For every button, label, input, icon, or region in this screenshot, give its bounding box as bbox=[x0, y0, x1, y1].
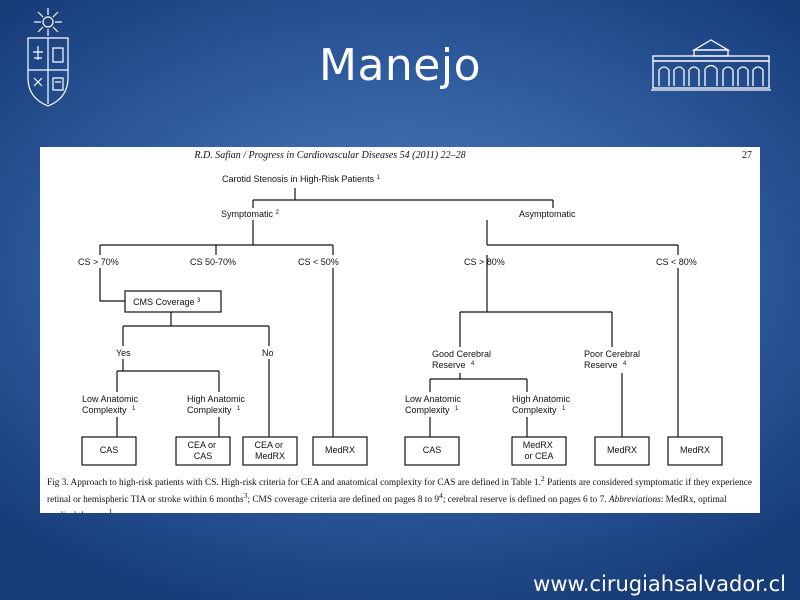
university-crest-logo bbox=[22, 8, 74, 113]
figure-caption: Fig 3. Approach to high-risk patients wi… bbox=[47, 474, 753, 513]
slide-title: Manejo bbox=[318, 40, 482, 91]
flowchart-figure: R.D. Safian / Progress in Cardiovascular… bbox=[40, 147, 760, 513]
cms-coverage-box bbox=[124, 290, 222, 313]
outcome-box-cas-1 bbox=[81, 436, 137, 466]
outcome-box-medrx-or-cea bbox=[511, 436, 567, 466]
node-cs-gt70: CS > 70% bbox=[78, 257, 119, 267]
node-cs-gt80: CS > 80% bbox=[464, 257, 505, 267]
flowchart-diagram: Carotid Stenosis in High-Risk Patients 1… bbox=[78, 174, 723, 466]
outcome-box-cea-or-medrx bbox=[242, 436, 298, 466]
node-root: Carotid Stenosis in High-Risk Patients 1 bbox=[222, 174, 381, 184]
node-cms-coverage: CMS Coverage 3 bbox=[133, 297, 201, 307]
outcome-box-medrx-3 bbox=[667, 436, 723, 466]
outcome-box-medrx-1 bbox=[312, 436, 368, 466]
node-yes: Yes bbox=[116, 348, 131, 358]
node-low-anatomic-complexity-left: Low Anatomic Complexity 1 bbox=[82, 394, 141, 415]
outcome-label-medrx-3: MedRX bbox=[680, 445, 710, 455]
outcome-box-medrx-2 bbox=[594, 436, 650, 466]
node-no: No bbox=[262, 348, 274, 358]
building-facade-logo bbox=[650, 38, 772, 99]
node-asymptomatic: Asymptomatic bbox=[519, 209, 576, 219]
node-cs-lt80: CS < 80% bbox=[656, 257, 697, 267]
node-poor-cerebral-reserve: Poor Cerebral Reserve 4 bbox=[584, 349, 643, 370]
node-high-anatomic-complexity-right: High Anatomic Complexity 1 bbox=[512, 394, 573, 415]
node-cs-50-70: CS 50-70% bbox=[190, 257, 236, 267]
node-cs-lt50: CS < 50% bbox=[298, 257, 339, 267]
outcome-label-medrx-or-cea: MedRX or CEA bbox=[523, 440, 556, 461]
outcome-label-medrx-1: MedRX bbox=[325, 445, 355, 455]
outcome-label-cas-1: CAS bbox=[100, 445, 119, 455]
outcome-box-cas-2 bbox=[404, 436, 460, 466]
node-high-anatomic-complexity-left: High Anatomic Complexity 1 bbox=[187, 394, 248, 415]
journal-running-head: R.D. Safian / Progress in Cardiovascular… bbox=[194, 150, 466, 161]
flowchart-connectors bbox=[99, 188, 679, 437]
node-low-anatomic-complexity-right: Low Anatomic Complexity 1 bbox=[405, 394, 464, 415]
outcome-label-cas-2: CAS bbox=[423, 445, 442, 455]
outcome-box-cea-or-cas bbox=[175, 436, 231, 466]
outcome-label-cea-or-medrx: CEA or MedRX bbox=[254, 440, 285, 461]
node-symptomatic: Symptomatic 2 bbox=[221, 209, 280, 219]
outcome-label-medrx-2: MedRX bbox=[607, 445, 637, 455]
outcome-label-cea-or-cas: CEA or CAS bbox=[187, 440, 218, 461]
node-good-cerebral-reserve: Good Cerebral Reserve 4 bbox=[432, 349, 494, 370]
footer-website-url: www.cirugiahsalvador.cl bbox=[533, 572, 786, 596]
page-number: 27 bbox=[742, 150, 752, 161]
